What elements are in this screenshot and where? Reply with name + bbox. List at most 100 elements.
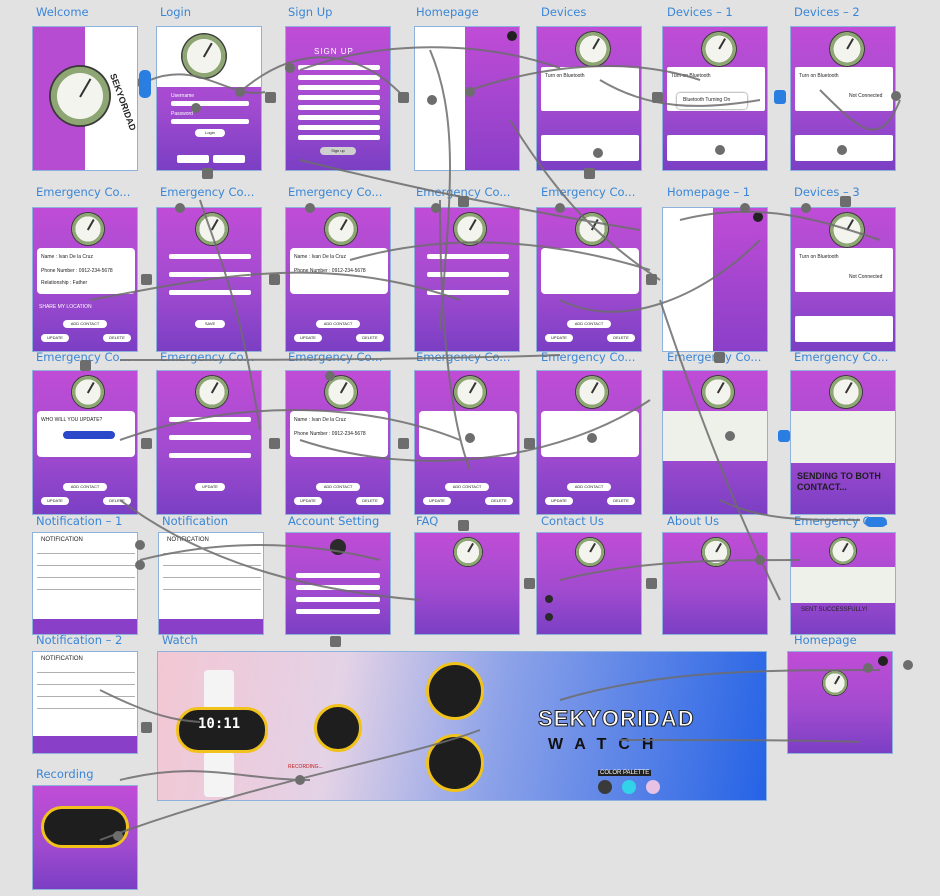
add-contact-button[interactable]: ADD CONTACT: [567, 483, 611, 491]
update-button[interactable]: UPDATE: [423, 497, 451, 505]
recording-indicator: RECORDING...: [288, 764, 323, 770]
update-button[interactable]: UPDATE: [195, 483, 225, 491]
screen-ec-6[interactable]: WHO WILL YOU UPDATE? ADD CONTACT UPDATE …: [32, 370, 138, 515]
label-ec-11: Emergency Co...: [667, 350, 762, 364]
watch-settings-circle[interactable]: [426, 734, 484, 792]
screen-ec-7[interactable]: UPDATE: [156, 370, 262, 515]
label-ec-3: Emergency Co...: [288, 185, 383, 199]
screen-ec-1[interactable]: Name : Ivan De la Cruz Phone Number : 09…: [32, 207, 138, 352]
screen-watch[interactable]: 10:11 RECORDING... SEKYORIDAD WATCH COLO…: [157, 651, 767, 801]
screen-notification[interactable]: NOTIFICATION: [158, 532, 264, 635]
screen-ec-2[interactable]: SAVE: [156, 207, 262, 352]
add-contact-button[interactable]: ADD CONTACT: [316, 320, 360, 328]
screen-homepage-2[interactable]: [787, 651, 893, 754]
screen-contact-us[interactable]: [536, 532, 642, 635]
label-ec-7: Emergency Co...: [160, 350, 255, 364]
watch-logo-icon: [829, 375, 863, 409]
watch-contacts-circle[interactable]: [426, 662, 484, 720]
screen-account-setting[interactable]: [285, 532, 391, 635]
google-login-button[interactable]: [177, 155, 209, 163]
screen-ec-4[interactable]: [414, 207, 520, 352]
username-field[interactable]: [171, 101, 249, 106]
bluetooth-turning-on: Bluetooth Turning On: [683, 97, 731, 103]
password-field[interactable]: [171, 119, 249, 124]
watch-logo-icon: [71, 212, 105, 246]
screen-devices-3[interactable]: Turn on Bluetooth Not Connected: [790, 207, 896, 352]
label-contact-us: Contact Us: [541, 514, 604, 528]
screen-ec-10[interactable]: ADD CONTACT UPDATE DELETE: [536, 370, 642, 515]
watch-logo-icon: [195, 212, 229, 246]
delete-button[interactable]: DELETE: [607, 334, 635, 342]
delete-button[interactable]: DELETE: [356, 334, 384, 342]
user-avatar[interactable]: [507, 31, 517, 41]
screen-ec-13[interactable]: SENT SUCCESSFULLY!: [790, 532, 896, 635]
login-button[interactable]: Login: [195, 129, 225, 137]
screen-ec-5[interactable]: ADD CONTACT UPDATE DELETE: [536, 207, 642, 352]
screen-devices-2[interactable]: Turn on Bluetooth Not Connected: [790, 26, 896, 171]
screen-devices-1[interactable]: Turn on Bluetooth Bluetooth Turning On: [662, 26, 768, 171]
swatch-dark: [598, 780, 612, 794]
screen-about-us[interactable]: [662, 532, 768, 635]
login-username-label: Username: [171, 93, 195, 99]
delete-button[interactable]: DELETE: [607, 497, 635, 505]
save-button[interactable]: SAVE: [195, 320, 225, 328]
watch-menu-circle[interactable]: [314, 704, 362, 752]
watch-logo-icon: [701, 31, 737, 67]
add-contact-button[interactable]: ADD CONTACT: [63, 483, 107, 491]
add-contact-button[interactable]: ADD CONTACT: [445, 483, 489, 491]
screen-ec-12[interactable]: SENDING TO BOTH CONTACT...: [790, 370, 896, 515]
screen-devices[interactable]: Turn on Bluetooth: [536, 26, 642, 171]
label-ec-13: Emergency Co...: [794, 514, 889, 528]
watch-logo-icon: [324, 375, 358, 409]
update-button[interactable]: UPDATE: [545, 497, 573, 505]
label-homepage-1: Homepage – 1: [667, 185, 751, 199]
user-avatar[interactable]: [878, 656, 888, 666]
watch-logo-icon: [453, 375, 487, 409]
screen-ec-11[interactable]: [662, 370, 768, 515]
watch-logo-icon: [701, 375, 735, 409]
label-homepage: Homepage: [416, 5, 479, 19]
update-button[interactable]: UPDATE: [294, 497, 322, 505]
watch-logo-icon: [453, 212, 487, 246]
screen-ec-9[interactable]: ADD CONTACT UPDATE DELETE: [414, 370, 520, 515]
watch-logo-icon: [195, 375, 229, 409]
label-welcome: Welcome: [36, 5, 89, 19]
delete-button[interactable]: DELETE: [103, 497, 131, 505]
recording-watch-face[interactable]: [41, 806, 129, 848]
signup-button[interactable]: Sign up: [320, 147, 356, 155]
update-button[interactable]: UPDATE: [545, 334, 573, 342]
add-contact-button[interactable]: ADD CONTACT: [63, 320, 107, 328]
screen-signup[interactable]: SIGN UP Sign up: [285, 26, 391, 171]
watch-logo-icon: [829, 537, 857, 565]
delete-button[interactable]: DELETE: [356, 497, 384, 505]
user-avatar[interactable]: [753, 212, 763, 222]
watch-brand-sub: WATCH: [548, 736, 666, 753]
map-view[interactable]: [663, 411, 767, 461]
add-contact-button[interactable]: ADD CONTACT: [316, 483, 360, 491]
watch-logo-icon: [181, 33, 227, 79]
watch-logo-icon: [575, 537, 605, 567]
screen-welcome[interactable]: SEKYORIDAD: [32, 26, 138, 171]
map-view[interactable]: [791, 567, 895, 603]
add-contact-button[interactable]: ADD CONTACT: [567, 320, 611, 328]
delete-button[interactable]: DELETE: [485, 497, 513, 505]
update-button[interactable]: UPDATE: [294, 334, 322, 342]
screen-homepage[interactable]: [414, 26, 520, 171]
screen-login[interactable]: Username Password Login: [156, 26, 262, 171]
facebook-login-button[interactable]: [213, 155, 245, 163]
screen-notification-1[interactable]: NOTIFICATION: [32, 532, 138, 635]
screen-faq[interactable]: [414, 532, 520, 635]
delete-button[interactable]: DELETE: [103, 334, 131, 342]
label-ec-1: Emergency Co...: [36, 185, 131, 199]
screen-notification-2[interactable]: NOTIFICATION: [32, 651, 138, 754]
screen-homepage-1[interactable]: [662, 207, 768, 352]
watch-time: 10:11: [198, 716, 241, 732]
update-button[interactable]: UPDATE: [41, 497, 69, 505]
email-icon: [545, 595, 553, 603]
screen-recording[interactable]: [32, 785, 138, 890]
screen-ec-3[interactable]: Name : Ivan De la Cruz Phone Number : 09…: [285, 207, 391, 352]
map-view[interactable]: [791, 411, 895, 463]
screen-ec-8[interactable]: Name : Ivan De la Cruz Phone Number : 09…: [285, 370, 391, 515]
update-button[interactable]: UPDATE: [41, 334, 69, 342]
label-devices-2: Devices – 2: [794, 5, 860, 19]
